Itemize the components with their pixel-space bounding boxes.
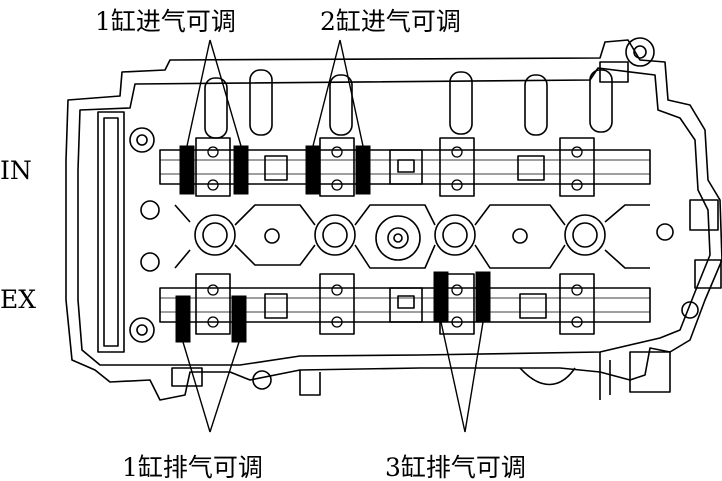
spark-plug-wells bbox=[194, 214, 674, 261]
intake-port-3 bbox=[329, 74, 353, 136]
cyl1-intake-label: 1缸进气可调 bbox=[95, 7, 236, 36]
cyl3-exhaust-lobe-b bbox=[475, 271, 491, 323]
cyl3-exhaust-lobe-a bbox=[433, 271, 449, 323]
cyl1-intake-lobe-b bbox=[233, 145, 249, 195]
left-bolt-lower bbox=[140, 252, 160, 272]
cyl3-exhaust-label: 3缸排气可调 bbox=[385, 453, 526, 481]
head-outline bbox=[65, 39, 722, 401]
cyl1-exhaust-label: 1缸排气可调 bbox=[122, 453, 263, 481]
cyl2-intake-lobe-a bbox=[305, 145, 321, 195]
intake-side-label: IN bbox=[0, 156, 32, 185]
exhaust-side-label: EX bbox=[0, 285, 37, 314]
left-bolt-top bbox=[129, 127, 155, 153]
intake-port-5 bbox=[524, 74, 548, 136]
left-bolt-bottom bbox=[129, 317, 155, 343]
cyl2-intake-lobe-b bbox=[355, 145, 371, 195]
top-right-fitting bbox=[625, 37, 655, 67]
cyl2-intake-label: 2缸进气可调 bbox=[320, 7, 461, 36]
cyl1-exhaust-lobe-b bbox=[231, 295, 247, 343]
lower-block-right bbox=[629, 351, 671, 393]
intake-camshaft bbox=[159, 149, 651, 185]
intake-port-6 bbox=[589, 69, 613, 133]
intake-port-4 bbox=[449, 71, 473, 135]
leader-lines bbox=[182, 39, 484, 433]
cyl1-exhaust-lobe-a bbox=[175, 295, 191, 343]
left-bolt-upper bbox=[140, 200, 160, 220]
lower-port-left bbox=[171, 367, 203, 387]
timing-cover bbox=[97, 111, 125, 353]
cyl1-intake-lobe-a bbox=[179, 145, 195, 195]
adjustable-cam-lobes bbox=[175, 145, 491, 343]
intake-port-2 bbox=[249, 69, 273, 136]
